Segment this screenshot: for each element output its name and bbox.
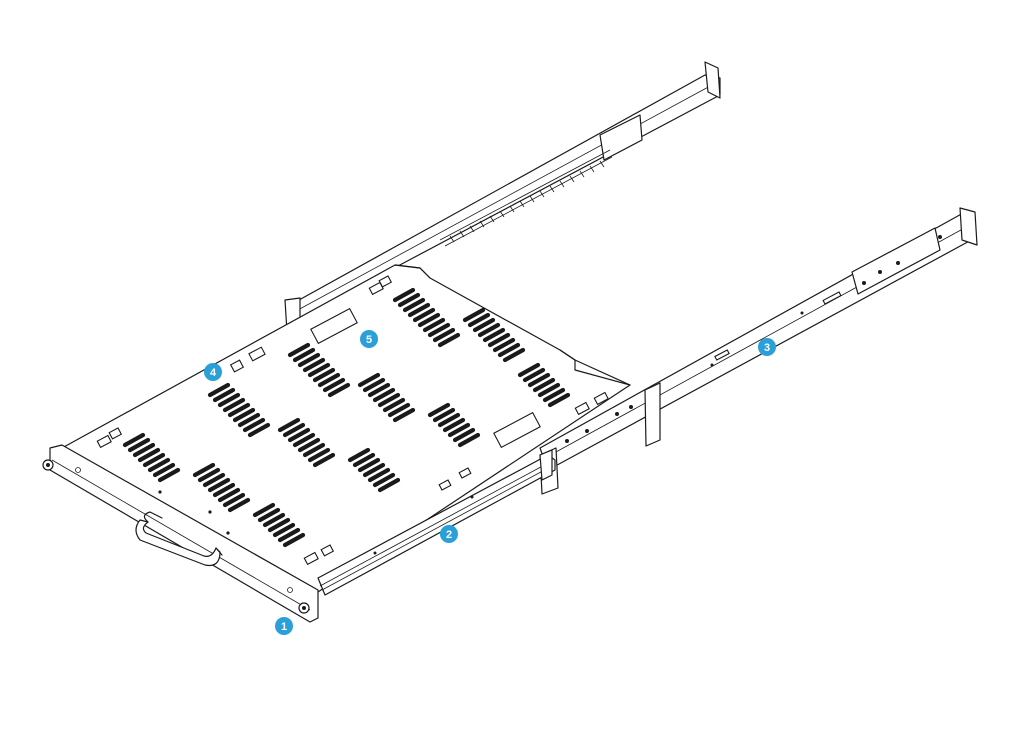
rail-teeth (449, 160, 605, 243)
left-slide-rail (317, 449, 556, 596)
callout-4-label: 4 (210, 367, 217, 379)
callout-5: 5 (360, 330, 378, 348)
thumb-screw-right (298, 602, 310, 614)
front-handle (135, 511, 223, 567)
callout-3: 3 (758, 338, 776, 356)
callout-5-label: 5 (366, 334, 372, 346)
callout-2: 2 (440, 525, 458, 543)
callout-1-label: 1 (281, 621, 287, 633)
right-slide-rail (539, 207, 978, 495)
thumb-screw-left (42, 459, 54, 471)
front-panel (42, 444, 319, 623)
callout-3-label: 3 (764, 342, 770, 354)
vent-slots (122, 287, 571, 548)
shelf-tray (61, 264, 631, 599)
callout-2-label: 2 (446, 529, 452, 541)
callout-1: 1 (275, 617, 293, 635)
callout-4: 4 (204, 363, 222, 381)
